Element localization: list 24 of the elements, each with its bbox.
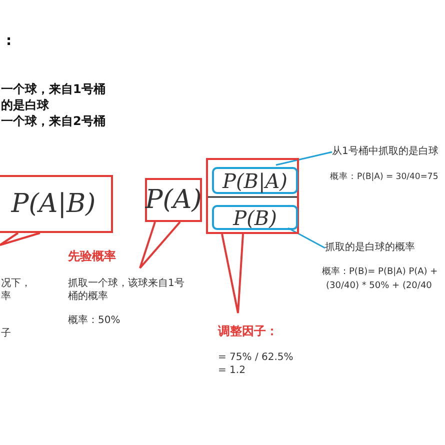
- label-text: 子: [1, 327, 11, 340]
- label-text: 概率：P(B|A) = 30/40=75: [330, 172, 438, 184]
- leader-line: [276, 151, 332, 166]
- label-text: 的是白球: [1, 98, 49, 114]
- label-text: 概率：50%: [68, 314, 120, 327]
- annotation-text: 抓取的是白球的概率: [325, 240, 435, 256]
- label-text: :: [6, 32, 12, 50]
- annotation-text: 从1号桶中抓取的是白球: [332, 144, 445, 160]
- label-text: = 1.2: [218, 364, 246, 377]
- label-text: 一个球，来自1号桶: [1, 82, 106, 98]
- label-text: (30/40) * 50% + (20/40: [326, 281, 432, 293]
- label-text: 况下，: [1, 277, 31, 290]
- section-heading: 先验概率: [68, 249, 116, 265]
- highlight-box: P(B): [212, 205, 298, 230]
- label-text: 概率：P(B)= P(B|A) P(A) +: [322, 267, 438, 279]
- leader-line: [288, 227, 326, 249]
- label-text: = 75% / 62.5%: [218, 351, 294, 364]
- callout-box: [206, 158, 299, 234]
- label-text: 抓取一个球，该球来自1号桶的概率: [68, 277, 186, 303]
- label-text: 一个球，来自2号桶: [1, 114, 106, 130]
- section-heading: 调整因子：: [218, 324, 278, 340]
- callout-box: P(A|B): [0, 175, 113, 233]
- highlight-box: P(B|A): [212, 167, 298, 194]
- label-text: 率: [1, 290, 11, 303]
